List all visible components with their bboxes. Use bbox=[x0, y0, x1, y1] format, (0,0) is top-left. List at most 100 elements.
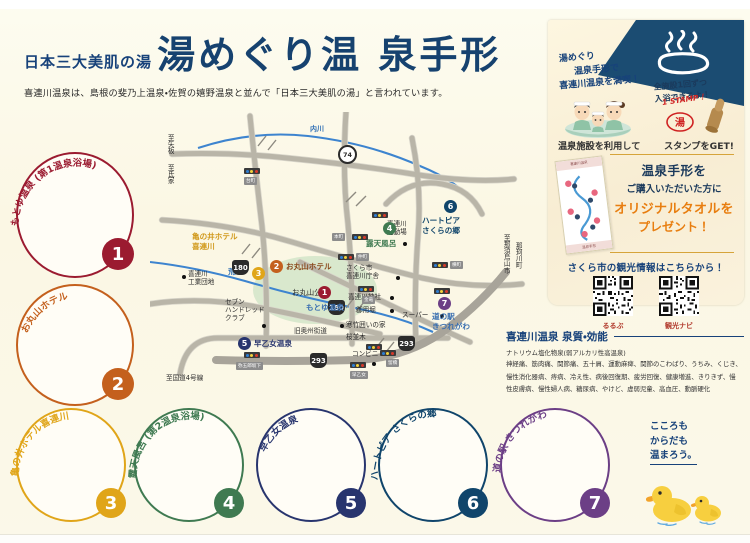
direction-label-route4: 至国道4号線 bbox=[166, 374, 204, 382]
spring-quality-rule bbox=[613, 336, 744, 337]
place-dot bbox=[182, 275, 186, 279]
river-arakawa bbox=[150, 260, 434, 333]
promo-offer-line1: 温泉手形を bbox=[641, 163, 707, 178]
svg-text:ハートピア さくらの郷: ハートピア さくらの郷 bbox=[370, 407, 438, 480]
direction-label-ujiie: 至氏家 bbox=[166, 164, 175, 184]
promo-cta-text: さくら市の観光情報はこちらから！ bbox=[567, 263, 725, 274]
spring-type-text: ナトリウム塩化物泉(弱アルカリ性高温泉) bbox=[506, 349, 626, 357]
spring-effects-line1: 神経痛、筋肉痛、関節痛、五十肩、運動麻痺、関節のこわばり、うちみ、くじき、 bbox=[506, 360, 742, 368]
stamp-slot-2[interactable]: お丸山ホテル 2 bbox=[16, 284, 140, 410]
stamp-arc-label-4: 露天風呂 (第2温泉浴場) bbox=[128, 410, 206, 479]
stamp-ring-2 bbox=[16, 284, 134, 406]
direction-label-nakagawamachi: 那珂川町 bbox=[514, 242, 523, 269]
kokoro-line1: こころも bbox=[650, 421, 689, 432]
qr-label-rurubu: るるぶ bbox=[602, 322, 624, 330]
place-label-old-oshu-kaido: 旧奥州街道 bbox=[294, 327, 327, 335]
stamp-slot-4[interactable]: 露天風呂 (第2温泉浴場) 4 bbox=[128, 408, 250, 526]
qr-code-kanko-navi[interactable]: 観光ナビ bbox=[659, 276, 699, 331]
promo-caption-right: スタンプをGET! bbox=[664, 141, 734, 152]
spring-quality-title: 喜連川温泉 泉質・効能 bbox=[506, 331, 608, 343]
qr-code-image bbox=[659, 276, 699, 316]
promo-offer-text: 温泉手形を ご購入いただいた方に オリジナルタオルを プレゼント！ bbox=[612, 160, 736, 235]
svg-text:亀の井ホテル喜連川: 亀の井ホテル喜連川 bbox=[9, 411, 70, 477]
map-base-graphics bbox=[150, 112, 526, 378]
area-map: 内川 荒川 至矢板 至氏家 至那須烏山市 那珂川町 至国道4号線 74 180 … bbox=[150, 112, 540, 390]
kokoro-line3: 温まろう。 bbox=[650, 449, 697, 466]
place-label-supermarket: スーパー bbox=[402, 311, 429, 319]
stamp-arc-label-2: お丸山ホテル bbox=[20, 291, 70, 335]
traffic-signal bbox=[358, 286, 374, 292]
signal-name-daimachi: 台町 bbox=[244, 177, 258, 185]
map-marker-2[interactable]: 2 bbox=[270, 260, 283, 273]
map-marker-7[interactable]: 7 bbox=[438, 297, 451, 310]
place-dot bbox=[262, 324, 266, 328]
scan-edge-top bbox=[0, 0, 750, 9]
place-dot bbox=[440, 314, 444, 318]
stamp-slot-5[interactable]: 早乙女温泉 5 bbox=[256, 408, 372, 526]
river-uchikawa bbox=[197, 133, 477, 207]
map-marker-1[interactable]: 1 bbox=[318, 286, 331, 299]
stamp-slot-1[interactable]: もとゆ温泉 (第1温泉浴場) 1 bbox=[10, 152, 140, 282]
map-marker-5[interactable]: 5 bbox=[238, 337, 251, 350]
stamp-number-5: 5 bbox=[336, 488, 366, 518]
promo-offer-line3: オリジナルタオルを bbox=[614, 202, 734, 217]
stamp-arc-label-5: 早乙女温泉 bbox=[258, 413, 300, 454]
stamp-number-6: 6 bbox=[458, 488, 488, 518]
map-marker-4[interactable]: 4 bbox=[383, 222, 396, 235]
spring-effects-line3: 性皮膚病、慢性婦人病、糖尿病、やけど、虚弱児童、高血圧、動脈硬化 bbox=[506, 385, 711, 394]
duck-large bbox=[645, 486, 691, 527]
map-marker-label-6: ハートピアさくらの郷 bbox=[422, 216, 460, 236]
stamp-slot-7[interactable]: 道の駅 きつれがわ 7 bbox=[491, 408, 616, 526]
route-shield-180-west: 180 bbox=[232, 260, 249, 275]
map-marker-label-4: 露天風呂 bbox=[366, 239, 397, 248]
traffic-signal bbox=[432, 262, 448, 268]
kokoro-line2: からだも bbox=[650, 435, 689, 447]
stamp-number-1: 1 bbox=[102, 238, 134, 270]
route-shield-293-north: 293 bbox=[398, 336, 415, 351]
spring-quality-section: 喜連川温泉 泉質・効能 ナトリウム塩化物泉(弱アルカリ性高温泉) 神経痛、筋肉痛… bbox=[506, 329, 744, 395]
signal-name-kinryu: 金竜 bbox=[362, 296, 376, 304]
qr-code-rurubu[interactable]: るるぶ bbox=[593, 276, 633, 331]
signal-name-yokomachi: 横町 bbox=[450, 261, 464, 269]
traffic-signal bbox=[372, 212, 388, 218]
stamp-slot-3[interactable]: 亀の井ホテル喜連川 3 bbox=[9, 408, 132, 526]
traffic-signal bbox=[434, 288, 450, 294]
stamp-illustration-group: 1 STAMP！ 湯 bbox=[660, 92, 734, 136]
promo-divider-top bbox=[610, 154, 734, 155]
page-title: 湯めぐり温 泉手形 bbox=[157, 33, 502, 77]
direction-label-nasukarasuyama: 至那須烏山市 bbox=[502, 234, 511, 274]
promo-caption-left: 温泉施設を利用して bbox=[558, 141, 641, 152]
stamp-number-7: 7 bbox=[580, 488, 610, 518]
svg-text:露天風呂 (第2温泉浴場): 露天風呂 (第2温泉浴場) bbox=[128, 410, 206, 479]
qr-label-kanko-navi: 観光ナビ bbox=[665, 322, 693, 330]
svg-text:道の駅 きつれがわ: 道の駅 きつれがわ bbox=[491, 409, 548, 473]
promo-panel: 湯めぐり 温泉手形で 喜連川温泉を満喫！ 全施設1回ずつ 入浴できるよ！ bbox=[548, 20, 744, 330]
route-shield-293-south: 293 bbox=[310, 353, 327, 368]
map-marker-6[interactable]: 6 bbox=[444, 200, 457, 213]
stamp-slot-6[interactable]: ハートピア さくらの郷 6 bbox=[370, 407, 494, 526]
map-marker-3[interactable]: 3 bbox=[252, 267, 265, 280]
map-marker-label-5: 早乙女温泉 bbox=[254, 339, 292, 348]
signal-name-honmachi: 本町 bbox=[332, 233, 346, 241]
rubber-duck-illustration bbox=[645, 482, 728, 530]
onsen-steam-icon bbox=[650, 29, 712, 86]
place-label-kitsuregawa-sports-ground: 喜連川運動場 bbox=[387, 220, 407, 237]
map-marker-label-1: もとゆ温泉 bbox=[306, 303, 344, 312]
spring-effects-line2: 慢性消化器病、痔病、冷え性、病後回復期、疲労回復、健康増進、きりきず、慢 bbox=[506, 372, 736, 381]
place-label-omaruyama-park: お丸山公園 bbox=[292, 288, 329, 297]
route-shield-74: 74 bbox=[338, 145, 357, 164]
map-marker-label-2: お丸山ホテル bbox=[286, 262, 332, 271]
place-dot bbox=[396, 276, 400, 280]
place-dot bbox=[372, 362, 376, 366]
svg-text:早乙女温泉: 早乙女温泉 bbox=[258, 413, 300, 454]
stamp-arc-label-3: 亀の井ホテル喜連川 bbox=[9, 411, 70, 477]
duck-small bbox=[690, 496, 721, 525]
traffic-signal bbox=[350, 362, 366, 368]
header-kicker: 日本三大美肌の湯 bbox=[24, 53, 153, 71]
place-label-sakura-city-hall: さくら市喜連川庁舎 bbox=[346, 264, 379, 281]
stamp-arc-label-6: ハートピア さくらの郷 bbox=[370, 407, 438, 480]
traffic-signal bbox=[244, 168, 260, 174]
traffic-signal bbox=[366, 344, 382, 350]
route-shield-180-east: 180 bbox=[328, 300, 345, 315]
